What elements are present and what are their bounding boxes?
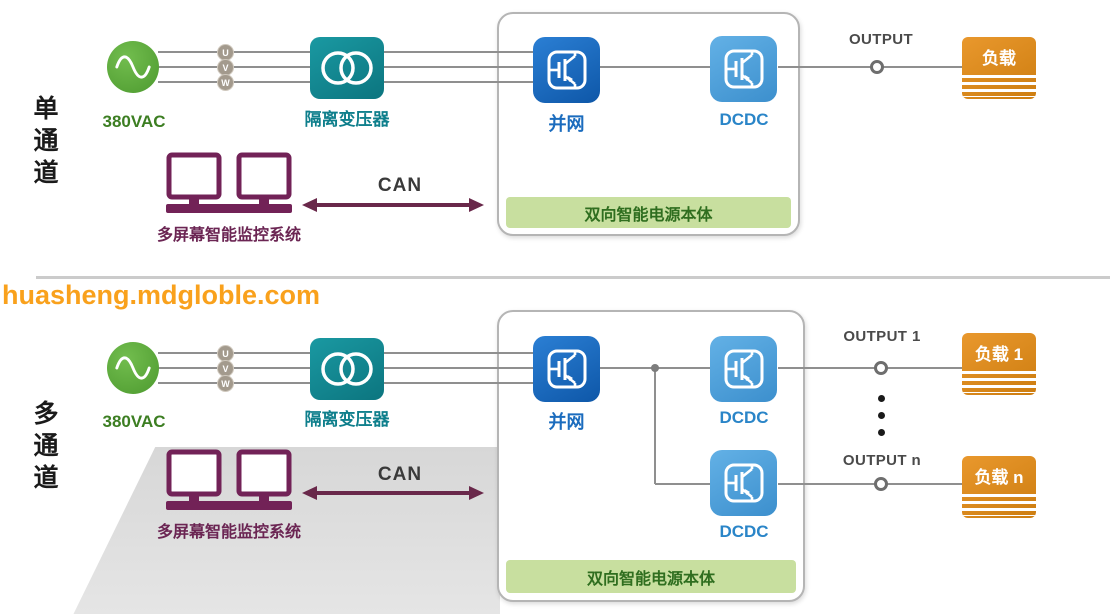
monitor-system-icon [166,152,292,219]
output-connector [870,60,884,74]
phase-u-label: U [222,348,229,359]
phase-u-label: U [222,47,229,58]
igbt-symbol-icon [724,349,763,389]
phase-w-label: W [221,77,230,88]
channel-label-multi: 多通道 [30,400,58,496]
channel-label-single: 单通道 [30,95,58,191]
sine-wave-icon [115,356,151,380]
phase-line [158,367,310,369]
dcdc-icon-1 [710,336,777,402]
dcdc-label-1: DCDC [719,408,769,427]
phase-v-label: V [222,363,229,374]
load-label: 负载 [982,49,1016,68]
grid-inverter-icon [533,37,600,103]
phase-v-badge: V [217,59,234,76]
dcdc-label: DCDC [719,110,769,129]
isolation-transformer-icon [310,37,384,99]
phase-v-label: V [222,62,229,73]
monitor-system-label: 多屏幕智能监控系统 [156,227,301,244]
igbt-symbol-icon [724,463,763,503]
dcdc-icon [710,36,777,102]
igbt-symbol-icon [547,349,586,389]
output-line-n [778,483,962,485]
dual-monitors-icon [166,152,292,213]
ac-source-icon [107,41,159,93]
dcdc-label-n: DCDC [719,522,769,541]
source-voltage-label: 380VAC [102,412,166,431]
phase-line [158,352,310,354]
grid-inverter-label: 并网 [548,412,585,432]
phase-line [384,382,533,384]
coil-circles-icon [321,51,373,85]
source-voltage-label: 380VAC [102,112,166,131]
output-connector-1 [874,361,888,375]
load-box: 负载 [962,37,1036,99]
power-unit-strip-multi: 双向智能电源本体 [506,560,796,593]
igbt-symbol-icon [724,49,763,89]
transformer-label: 隔离变压器 [304,410,390,429]
ac-source-icon [107,342,159,394]
power-unit-label-multi: 双向智能电源本体 [586,570,715,588]
can-arrow [302,486,484,500]
phase-line [158,81,310,83]
phase-line [384,66,533,68]
output-label-n: OUTPUT n [842,452,922,469]
dc-link-line [600,66,710,68]
phase-w-badge: W [217,375,234,392]
load-stripes [962,71,1036,97]
dual-monitors-icon [166,449,292,510]
phase-line [158,51,310,53]
monitor-system-icon [166,449,292,516]
igbt-symbol-icon [547,50,586,90]
phase-line [158,382,310,384]
ellipsis-dots [878,395,885,436]
phase-w-label: W [221,378,230,389]
load-stripes [962,367,1036,393]
phase-w-badge: W [217,74,234,91]
grid-inverter-icon [533,336,600,402]
phase-line [384,352,533,354]
phase-v-badge: V [217,360,234,377]
load-stripes [962,490,1036,516]
monitor-system-label: 多屏幕智能监控系统 [156,524,301,541]
dcdc-icon-n [710,450,777,516]
isolation-transformer-icon [310,338,384,400]
can-label: CAN [377,175,423,196]
load-box-n: 负载 n [962,456,1036,518]
junction-dot [651,364,659,372]
watermark: huasheng.mdgloble.com [2,280,321,310]
can-label: CAN [377,464,423,485]
dc-branch-line [655,483,710,485]
can-arrow [302,198,484,212]
load-label-n: 负载 n [974,468,1024,487]
phase-line [384,51,533,53]
output-label: OUTPUT [848,31,914,48]
phase-line [384,81,533,83]
dc-branch-line [654,368,656,484]
output-label-1: OUTPUT 1 [843,328,921,345]
grid-inverter-label: 并网 [548,114,585,134]
output-connector-n [874,477,888,491]
phase-line [158,66,310,68]
coil-circles-icon [321,352,373,386]
sine-wave-icon [115,55,151,79]
output-line-1 [778,367,962,369]
power-unit-strip-single: 双向智能电源本体 [506,197,791,228]
power-unit-label-single: 双向智能电源本体 [584,206,713,224]
load-box-1: 负载 1 [962,333,1036,395]
phase-line [384,367,533,369]
load-label-1: 负载 1 [974,345,1024,364]
section-divider [36,276,1110,279]
transformer-label: 隔离变压器 [304,110,390,129]
